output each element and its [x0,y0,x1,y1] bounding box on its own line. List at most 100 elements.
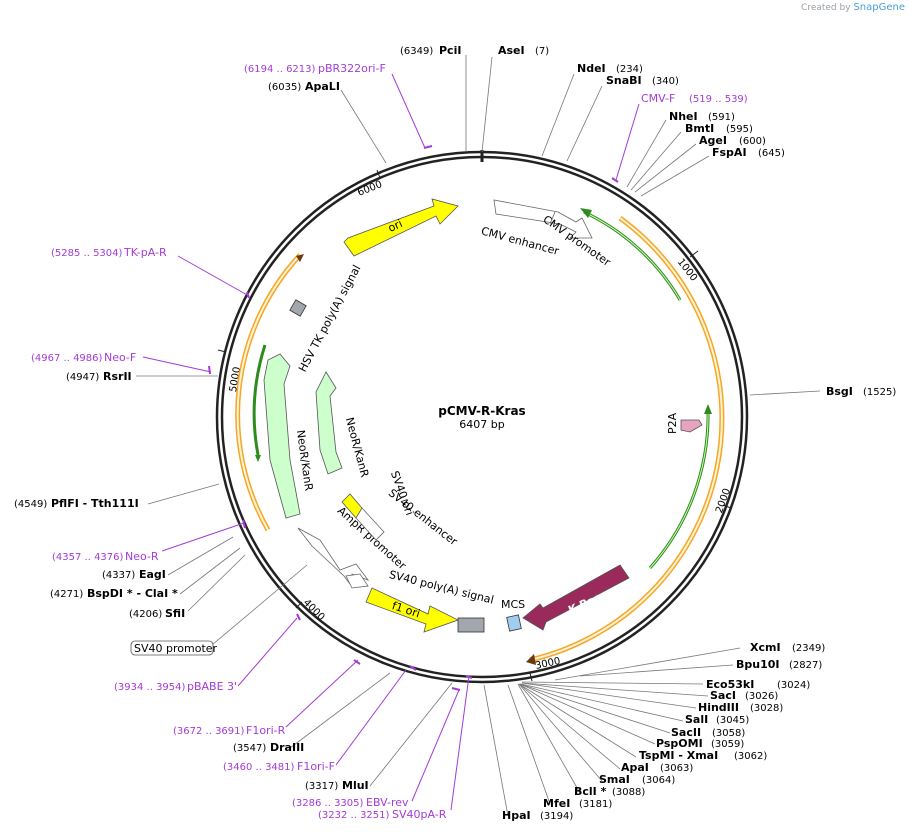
sv40-polya-box[interactable] [457,617,485,633]
cmv-enhancer-label: CMV enhancer [480,225,561,258]
enzyme-bpu10i[interactable]: Bpu10I(2827) [736,658,822,671]
green-track-kras [648,409,710,569]
svg-text:SacII: SacII [671,726,701,739]
enzyme-bcli[interactable]: BclI *(3088) [574,785,645,798]
svg-text:(3028): (3028) [750,703,783,714]
sv40-ori-feature[interactable]: SV40 ori SV40 enhancer [341,469,460,548]
svg-text:(519 .. 539): (519 .. 539) [689,94,748,105]
mcs-feature[interactable]: MCS [501,598,525,632]
svg-text:Neo-F: Neo-F [104,351,136,364]
credit-brand: SnapGene [853,2,905,13]
enzyme-agei[interactable]: AgeI(600) [699,134,766,147]
enzyme-xcmi[interactable]: XcmI(2349) [750,641,825,654]
enzyme-pspomi[interactable]: PspOMI (3059) [656,737,744,750]
ori-feature[interactable]: ori [343,198,459,257]
enzyme-mlui[interactable]: (3317)MluI [305,779,369,792]
primer-f1ori-f[interactable]: (3460 .. 3481)F1ori-F [223,760,335,773]
svg-text:NdeI: NdeI [577,62,606,75]
svg-text:(3024): (3024) [777,680,810,691]
svg-text:AseI: AseI [498,44,525,57]
svg-text:(3672 .. 3691): (3672 .. 3691) [173,726,245,737]
svg-text:(7): (7) [535,46,549,57]
svg-text:(1525): (1525) [863,387,896,398]
credit-prefix: Created by [801,3,851,13]
svg-text:TK-pA-R: TK-pA-R [123,246,167,259]
svg-text:MluI: MluI [342,779,369,792]
enzyme-pflfi-tth111i[interactable]: (4549)PflFI - Tth111I [14,497,139,510]
green-track-cmv-head [580,208,592,218]
enzyme-sacii[interactable]: SacII(3058) [671,726,745,739]
svg-text:(2827): (2827) [789,660,822,671]
hsv-polya-label: HSV TK poly(A) signal [296,263,363,374]
primer-pbr322ori-f[interactable]: (6194 .. 6213)pBR322ori-F [244,62,386,75]
svg-text:SmaI: SmaI [599,773,630,786]
enzyme-saci[interactable]: SacI(3026) [710,689,778,702]
hsv-polya-feature[interactable]: HSV TK poly(A) signal [289,263,364,374]
primer-neo-r[interactable]: (4357 .. 4376)Neo-R [52,550,159,563]
f1-ori-label: f1 ori [390,599,421,620]
primer-neo-f[interactable]: (4967 .. 4986)Neo-F [31,351,136,364]
svg-text:(3181): (3181) [579,799,612,810]
enzyme-pcii[interactable]: (6349)PciI [400,44,461,57]
svg-text:Eco53kI: Eco53kI [706,678,754,691]
enzyme-asei[interactable]: AseI (7) [498,44,549,57]
neor-inner-feature[interactable]: NeoR/KanR [315,371,371,479]
ampr-promoter-label: AmpR promoter [335,504,409,572]
enzyme-fspai[interactable]: FspAI(645) [712,146,785,159]
enzyme-bspdi-clai[interactable]: (4271) BspDI * - ClaI * [50,587,178,600]
primer-tk-pa-r[interactable]: (5285 .. 5304)TK-pA-R [51,246,167,259]
svg-text:CMV-F: CMV-F [641,92,675,105]
enzyme-draiii[interactable]: (3547)DraIII [233,741,304,754]
enzyme-tspmi-xmai[interactable]: TspMI - XmaI(3062) [639,749,767,762]
svg-text:MfeI: MfeI [543,797,570,810]
primer-pbabe-3[interactable]: (3934 .. 3954)pBABE 3' [114,680,237,693]
svg-text:SfiI: SfiI [165,607,185,620]
enzyme-nhei[interactable]: NheI(591) [669,110,735,123]
enzyme-apali[interactable]: (6035)ApaLI [268,80,340,93]
sv40-promoter-label: SV40 promoter [134,642,218,655]
enzyme-mfei[interactable]: MfeI (3181) [543,797,612,810]
sv40-promoter-label-box[interactable]: SV40 promoter [130,640,218,656]
svg-text:AgeI: AgeI [699,134,727,147]
primer-sv40pa-r[interactable]: (3232 .. 3251)SV40pA-R [318,808,447,821]
primer-f1ori-r[interactable]: (3672 .. 3691)F1ori-R [173,724,286,737]
enzyme-apai[interactable]: ApaI(3063) [621,761,693,774]
orange-track-right-head [526,654,536,665]
neor-outer-feature[interactable]: NeoR/KanR [263,353,315,519]
svg-text:(591): (591) [708,112,735,123]
green-track-neo-head [255,455,261,462]
svg-text:(4271): (4271) [50,589,83,600]
svg-text:(4967 .. 4986): (4967 .. 4986) [31,353,103,364]
svg-text:(2349): (2349) [792,643,825,654]
enzyme-smai[interactable]: SmaI(3064) [599,773,675,786]
orange-track-right [529,215,725,663]
cmv-feature[interactable]: CMV enhancer CMV promoter [480,199,614,269]
svg-text:Neo-R: Neo-R [125,550,159,563]
enzyme-eco53ki[interactable]: Eco53kI (3024) [706,678,810,691]
svg-text:(3547): (3547) [233,743,266,754]
primer-ebv-rev[interactable]: (3286 .. 3305)EBV-rev [292,796,409,809]
svg-text:HindIII: HindIII [698,701,739,714]
enzyme-sfii[interactable]: (4206)SfiI [129,607,185,620]
kras-feature[interactable]: K-Ras [522,564,630,631]
p2a-feature[interactable]: P2A [666,412,703,434]
primer-cmv-f[interactable]: CMV-F (519 .. 539) [641,92,748,105]
svg-text:(3232 .. 3251): (3232 .. 3251) [318,810,390,821]
svg-text:PspOMI: PspOMI [656,737,703,750]
enzyme-bmti[interactable]: BmtI(595) [685,122,753,135]
mcs-label: MCS [501,598,525,611]
enzyme-hindiii[interactable]: HindIII (3028) [698,701,783,714]
svg-text:(3059): (3059) [711,739,744,750]
svg-text:(595): (595) [726,124,753,135]
enzyme-rsrii[interactable]: (4947)RsrII [66,370,132,383]
enzyme-ndei[interactable]: NdeI(234) [577,62,643,75]
enzyme-bsgi[interactable]: BsgI(1525) [826,385,896,398]
svg-text:SV40pA-R: SV40pA-R [392,808,447,821]
enzyme-eagi[interactable]: (4337)EagI [102,568,166,581]
enzyme-sali[interactable]: SalI(3045) [685,713,749,726]
enzyme-hpai[interactable]: HpaI(3194) [502,809,573,822]
svg-text:BclI *: BclI * [574,785,607,798]
enzyme-snabi[interactable]: SnaBI(340) [606,74,679,87]
svg-text:BspDI * - ClaI *: BspDI * - ClaI * [87,587,178,600]
svg-text:(3460 .. 3481): (3460 .. 3481) [223,762,295,773]
